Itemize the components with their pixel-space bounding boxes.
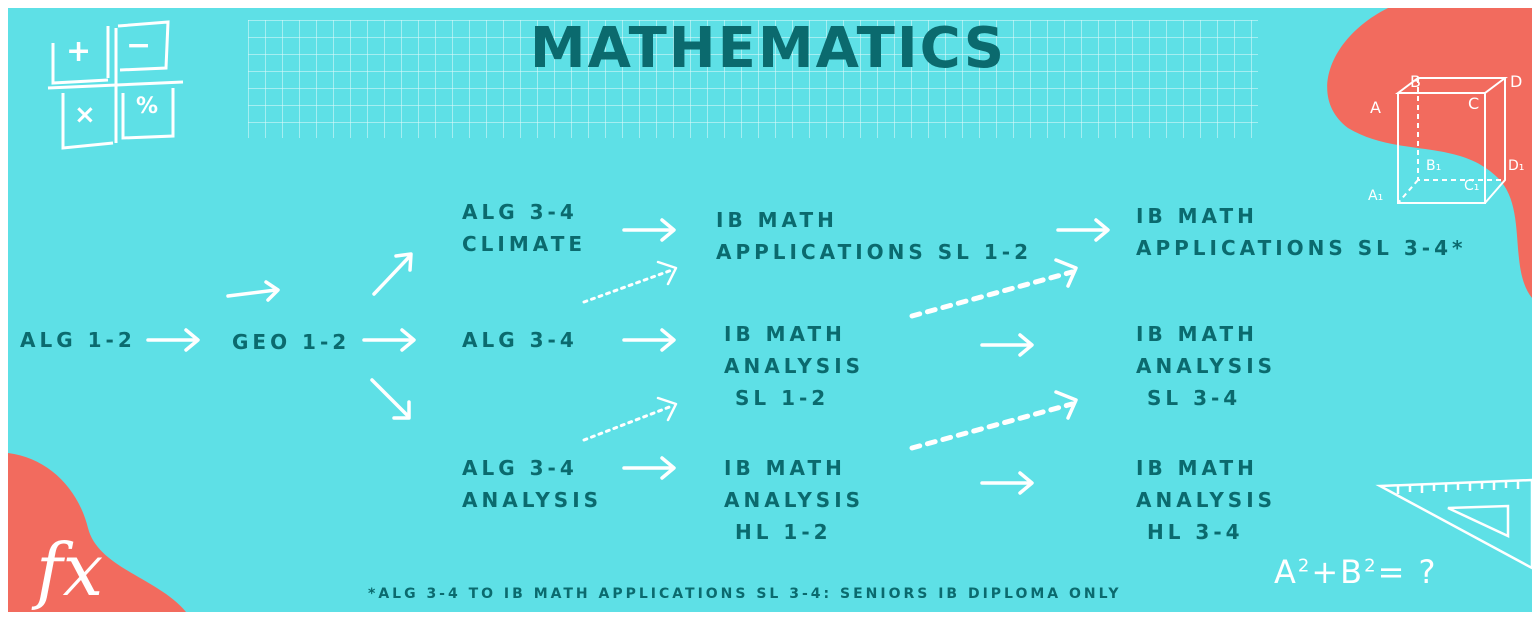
arrow-geo12-right-upper (226, 280, 280, 302)
arrow-alg34-ib-an-sl12 (622, 328, 676, 352)
times-symbol: × (74, 100, 96, 130)
node-ib-math-analysis-sl-3-4: IB MATH ANALYSIS SL 3-4 (1136, 322, 1277, 410)
node-ib-math-analysis-sl-1-2: IB MATH ANALYSIS SL 1-2 (724, 322, 865, 410)
arrow-climate-ib-app-sl12 (622, 218, 676, 242)
footnote: *ALG 3-4 TO IB MATH APPLICATIONS SL 3-4:… (368, 586, 1122, 602)
cube-label-b1: B₁ (1426, 158, 1442, 174)
minus-symbol: − (126, 28, 152, 63)
cube-label-a1: A₁ (1368, 188, 1384, 204)
arrow-ib-app-sl12-sl34 (1056, 218, 1110, 242)
dotted-arrow-analysis-ib-an-sl12 (582, 396, 678, 442)
dotted-arrow-alg34-ib-app-sl12 (582, 260, 678, 304)
node-geo-1-2: GEO 1-2 (232, 330, 351, 354)
arrow-geo12-alg34-climate (372, 252, 413, 296)
decoration-layer (8, 8, 1532, 612)
node-alg-3-4-analysis: ALG 3-4 ANALYSIS (462, 456, 603, 512)
arrow-geo12-alg34-analysis (370, 378, 411, 420)
top-right-blob (1327, 8, 1532, 298)
equation-b-exponent: 2 (1364, 555, 1378, 577)
percent-symbol: % (136, 94, 159, 119)
node-ib-math-analysis-hl-3-4: IB MATH ANALYSIS HL 3-4 (1136, 456, 1277, 544)
page-title: MATHEMATICS (529, 16, 1007, 81)
bottom-left-blob (8, 453, 186, 612)
calculator-icon (47, 20, 184, 150)
node-alg-3-4-climate: ALG 3-4 CLIMATE (462, 200, 586, 256)
cube-label-b: B (1410, 72, 1421, 91)
fx-icon: fx (36, 528, 104, 612)
arrow-analysis-ib-an-hl12 (622, 456, 676, 480)
cube-label-c: C (1468, 94, 1480, 113)
cube-label-c1: C₁ (1464, 178, 1480, 194)
plus-symbol: + (66, 34, 92, 69)
equation-b: B (1340, 553, 1365, 591)
arrow-ib-an-sl12-sl34 (980, 333, 1034, 357)
node-alg-3-4: ALG 3-4 (462, 328, 578, 352)
dotted-arrow-ib-an-sl12-app-sl34 (909, 258, 1078, 319)
dotted-arrow-ib-an-hl12-an-sl34 (909, 390, 1078, 451)
node-ib-math-analysis-hl-1-2: IB MATH ANALYSIS HL 1-2 (724, 456, 865, 544)
arrow-geo12-alg34 (362, 328, 416, 352)
dotted-arrows (582, 258, 1078, 451)
node-ib-math-applications-sl-1-2: IB MATH APPLICATIONS SL 1-2 (716, 208, 1033, 264)
arrow-alg12-geo12 (146, 328, 200, 352)
flow-arrows (146, 218, 1110, 495)
equation-a-exponent: 2 (1297, 555, 1312, 577)
arrow-ib-an-hl12-hl34 (980, 471, 1034, 495)
cube-label-d1: D₁ (1508, 158, 1525, 174)
cube-label-a: A (1370, 98, 1381, 117)
equation-rest: = ? (1377, 553, 1438, 591)
cube-label-d: D (1510, 72, 1523, 91)
equation-a: A (1274, 553, 1298, 591)
cube-icon (1395, 77, 1508, 204)
node-ib-math-applications-sl-3-4: IB MATH APPLICATIONS SL 3-4* (1136, 204, 1467, 260)
pythagoras-equation: A2+B2= ? (1274, 553, 1438, 591)
set-square-icon (1375, 478, 1532, 570)
title-grid-pattern (248, 20, 1258, 138)
node-alg-1-2: ALG 1-2 (20, 328, 136, 352)
diagram-canvas: + − × % A B C D B₁ D₁ A₁ C₁ MATHEMATICS … (8, 8, 1532, 612)
